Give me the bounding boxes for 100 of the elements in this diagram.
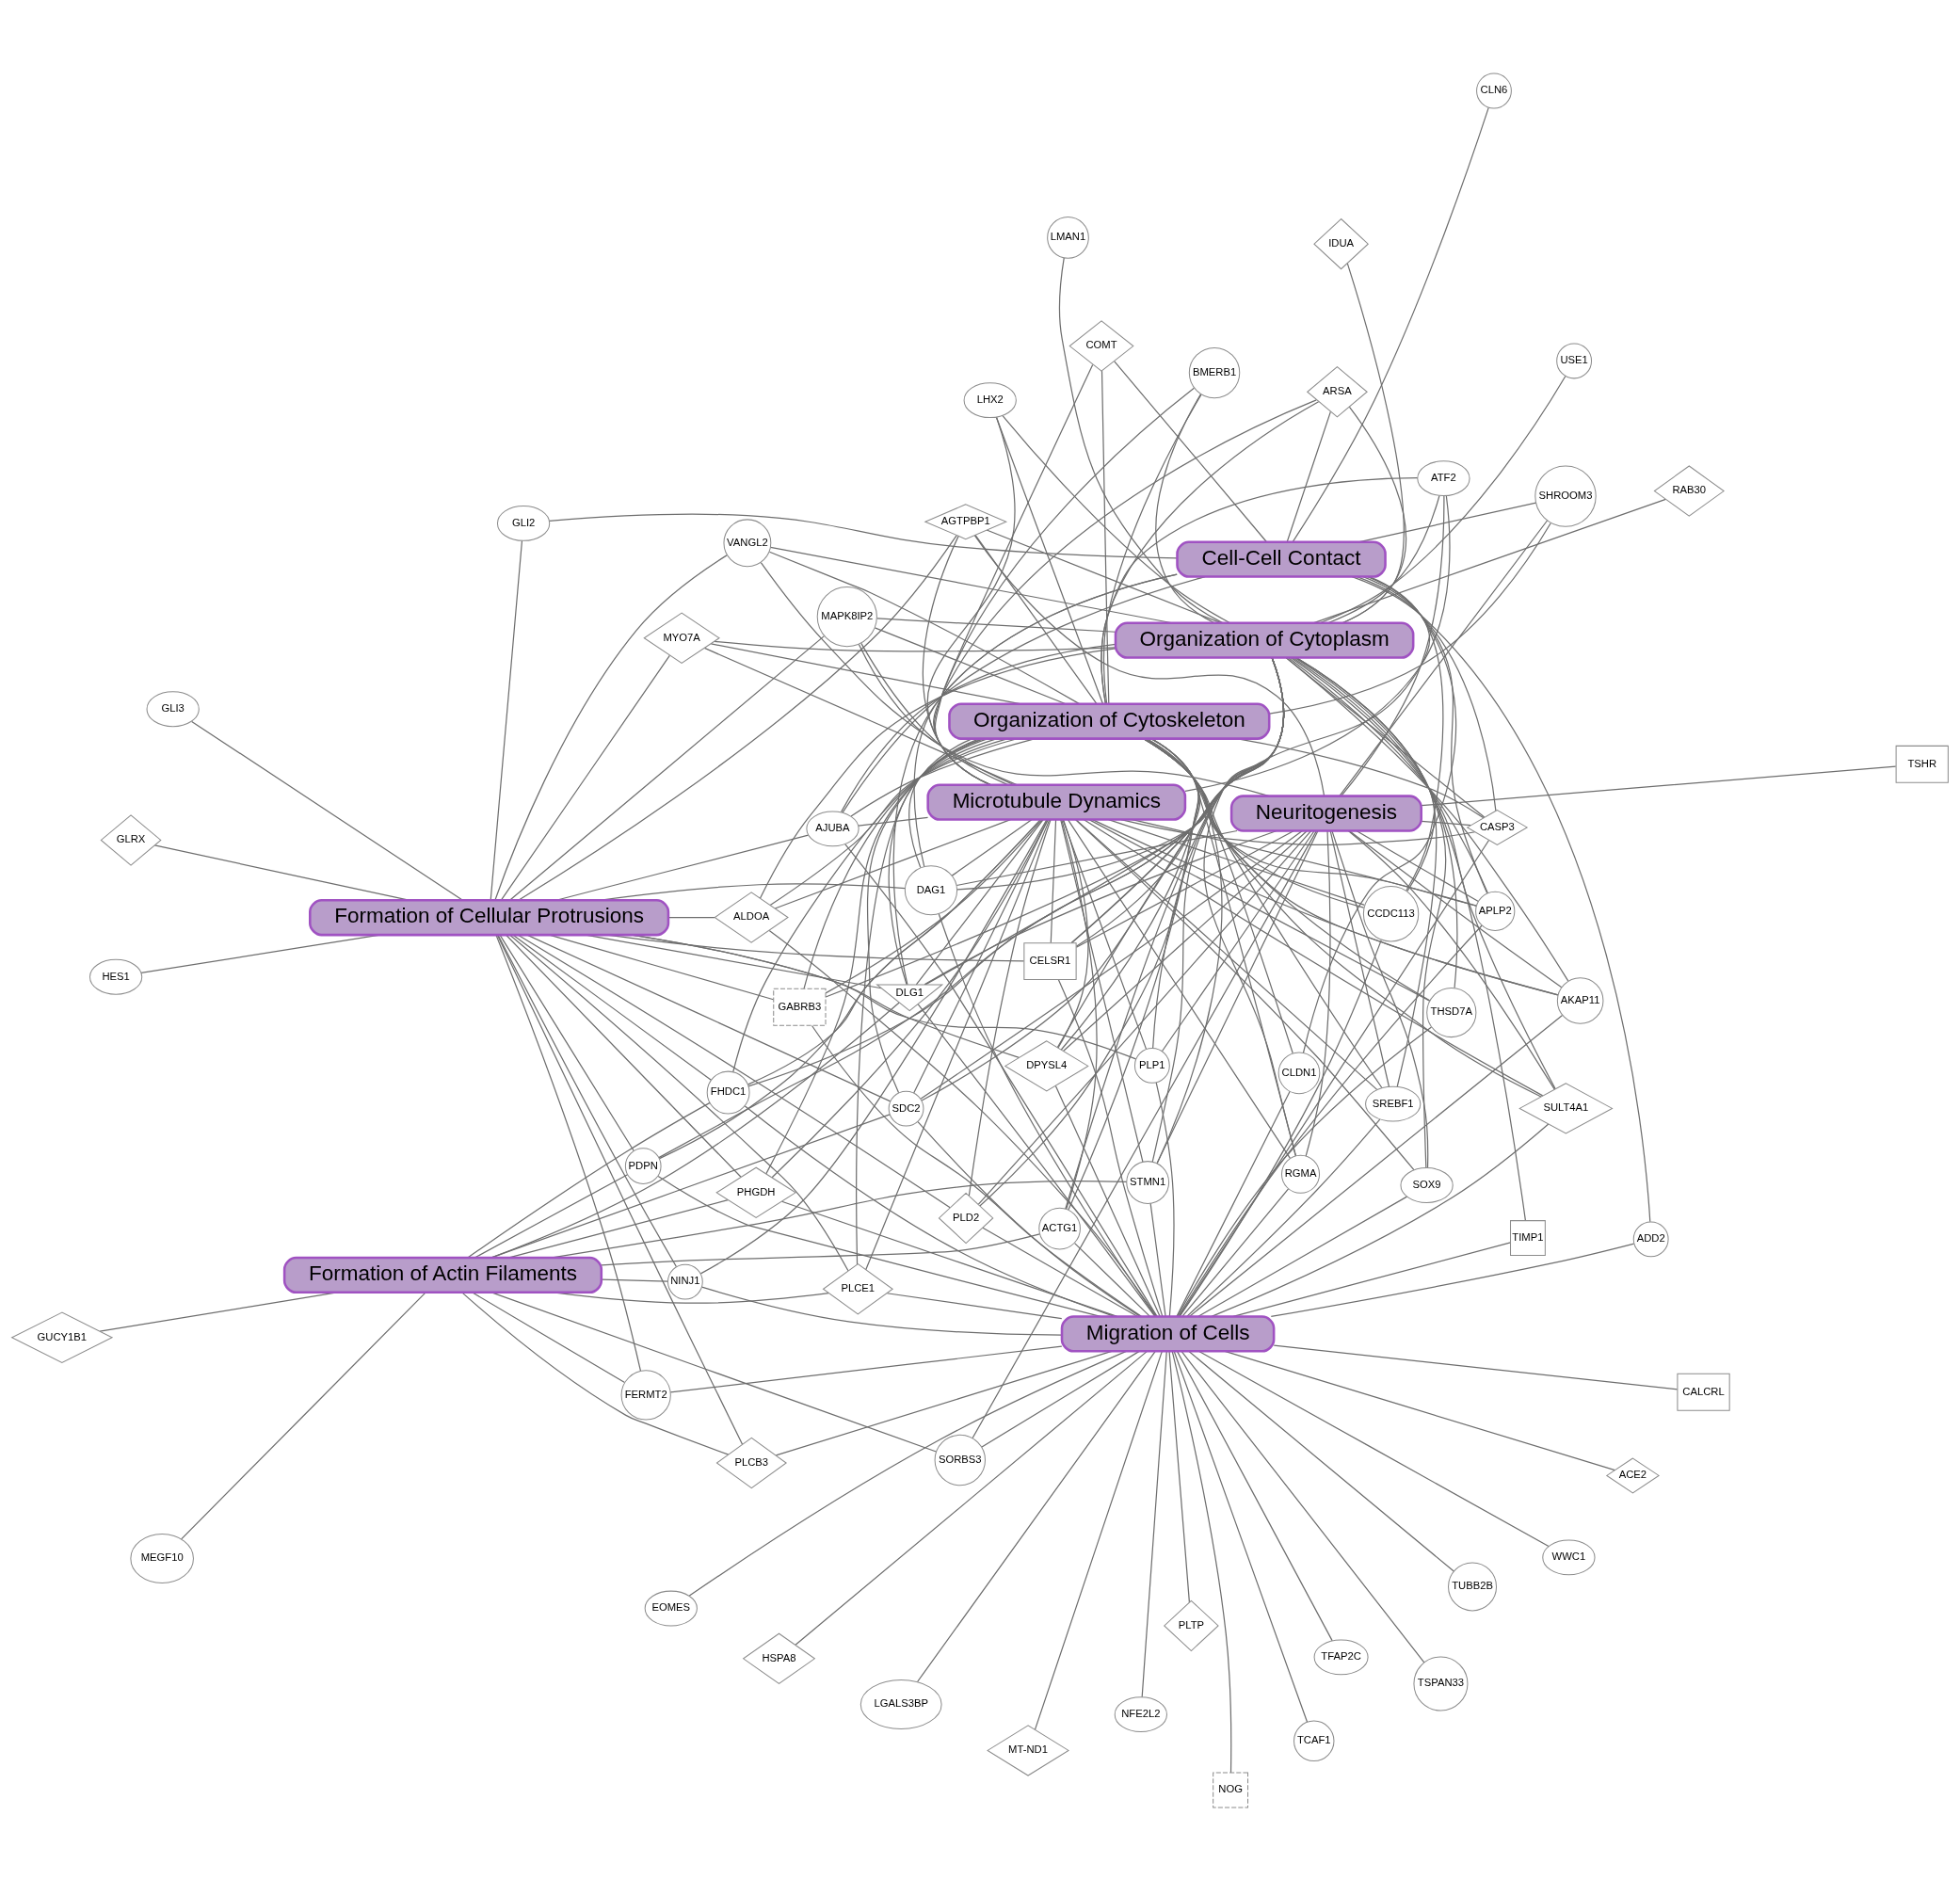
connector [1062, 829, 1308, 1052]
node-ellipse: LGALS3BP [860, 1679, 942, 1729]
connector [1161, 829, 1315, 1052]
connector [1173, 1350, 1309, 1723]
connector [1184, 494, 1451, 792]
node-box: Neuritogenesis [1229, 794, 1422, 832]
connector [499, 934, 635, 1151]
connector [1141, 1350, 1167, 1697]
node-circle: NINJ1 [667, 1263, 703, 1300]
node-diamond: MYO7A [643, 612, 720, 664]
connector [768, 929, 1157, 1317]
node-circle: ACTG1 [1038, 1207, 1081, 1249]
node-ellipse: MEGF10 [130, 1533, 194, 1583]
node-ellipse: LHX2 [963, 381, 1017, 418]
node-circle: AKAP11 [1556, 976, 1604, 1024]
connector [759, 647, 1117, 899]
connector [512, 934, 712, 1081]
connector [667, 916, 715, 918]
node-circle: SDC2 [888, 1090, 924, 1127]
node-circle: STMN1 [1126, 1160, 1170, 1204]
connector [700, 1286, 1063, 1336]
node-box: GABRB3 [773, 988, 827, 1026]
node-circle: CLN6 [1476, 72, 1512, 108]
node-circle: APLP2 [1475, 891, 1516, 931]
connector [840, 643, 1117, 812]
node-ellipse: TFAP2C [1313, 1638, 1369, 1675]
connector [1341, 494, 1445, 796]
node-ellipse: SOX9 [1400, 1166, 1454, 1203]
node-box: Migration of Cells [1060, 1314, 1276, 1353]
connector [1103, 394, 1202, 704]
node-circle: TSPAN33 [1413, 1656, 1469, 1711]
connector [1075, 829, 1294, 948]
connector [974, 534, 1098, 704]
connector [973, 534, 1325, 796]
connector [920, 829, 1304, 1100]
connector [1270, 1242, 1635, 1317]
node-circle: TUBB2B [1448, 1561, 1498, 1611]
node-ellipse: AJUBA [806, 810, 860, 846]
node-circle: FERMT2 [620, 1369, 671, 1421]
node-box: Organization of Cytoplasm [1114, 620, 1415, 659]
connector [714, 640, 1117, 651]
node-circle: PDPN [624, 1147, 662, 1184]
node-box: Cell-Cell Contact [1176, 539, 1387, 578]
node-ellipse: ATF2 [1417, 459, 1470, 496]
connector [1331, 829, 1429, 1168]
connector [601, 1278, 668, 1282]
connector [1286, 410, 1331, 542]
node-box: TIMP1 [1510, 1219, 1546, 1256]
node-diamond: PHGDH [715, 1166, 797, 1218]
node-box: Microtubule Dynamics [926, 782, 1187, 821]
node-box: Formation of Cellular Protrusions [309, 898, 670, 936]
node-ellipse: GLI3 [146, 690, 200, 727]
connector [1177, 1350, 1333, 1641]
connector [876, 617, 1117, 633]
node-ellipse: HES1 [88, 958, 143, 995]
connector [1156, 829, 1319, 1164]
node-diamond: MT-ND1 [987, 1724, 1069, 1776]
connector [497, 934, 678, 1267]
node-diamond: ACE2 [1605, 1456, 1660, 1493]
node-diamond: COMT [1068, 319, 1134, 372]
connector [825, 818, 1043, 993]
connector [1100, 369, 1110, 704]
connector [1273, 1344, 1679, 1390]
connector [1268, 522, 1551, 715]
node-circle: USE1 [1556, 343, 1593, 378]
node-circle: CCDC113 [1362, 885, 1420, 941]
node-diamond: RAB30 [1653, 464, 1725, 517]
node-box: Formation of Actin Filaments [282, 1256, 603, 1294]
connector [1329, 829, 1390, 1087]
connector [496, 934, 744, 1445]
connector [1305, 829, 1331, 1157]
connector [916, 1350, 1156, 1682]
connector [699, 818, 1048, 1274]
node-circle: BMERB1 [1188, 346, 1241, 398]
connector [771, 818, 1049, 1178]
node-box: Organization of Cytoskeleton [948, 702, 1271, 740]
connector [506, 934, 742, 1178]
connector [977, 829, 1312, 1205]
connector [1070, 575, 1431, 943]
node-ellipse: GLI2 [496, 505, 551, 541]
connector [980, 1350, 1140, 1448]
node-diamond: AGTPBP1 [924, 503, 1008, 539]
connector [747, 818, 1041, 1085]
connector [972, 829, 1317, 1438]
node-circle: MAPK8IP2 [816, 586, 877, 647]
node-diamond: PLCE1 [822, 1262, 894, 1314]
node-ellipse: EOMES [644, 1590, 698, 1626]
connector [1421, 765, 1897, 806]
connector [844, 843, 1158, 1317]
node-diamond: ALDOA [714, 891, 789, 943]
connector [1181, 1350, 1425, 1663]
node-box: NOG [1213, 1772, 1248, 1808]
node-ellipse: WWC1 [1542, 1539, 1596, 1575]
node-diamond: PLD2 [938, 1192, 994, 1244]
connector [1034, 1350, 1163, 1730]
node-circle: TCAF1 [1293, 1720, 1335, 1761]
node-box: CELSR1 [1023, 941, 1077, 980]
connector [886, 1292, 1063, 1319]
node-diamond: IDUA [1313, 217, 1369, 269]
node-diamond: GLRX [100, 813, 162, 866]
